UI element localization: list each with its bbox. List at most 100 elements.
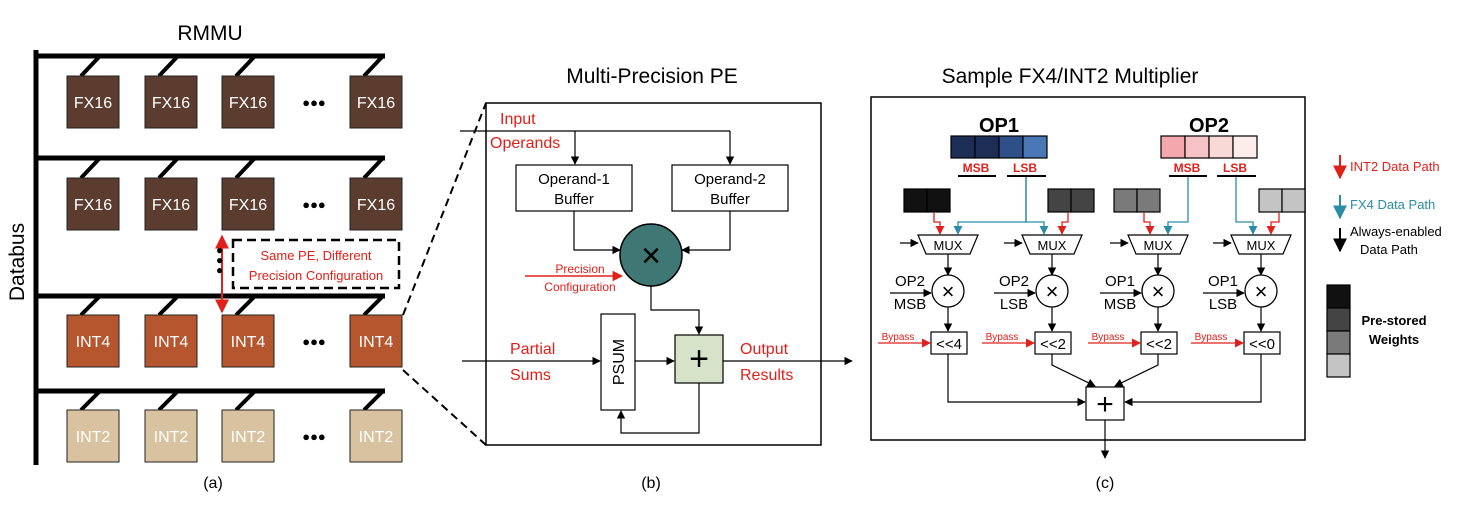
weight-cell bbox=[1258, 188, 1283, 213]
weight-swatch bbox=[1326, 353, 1351, 378]
buf1-to-mult bbox=[573, 211, 621, 255]
pe-cell-label: INT4 bbox=[76, 334, 111, 351]
weight-cell bbox=[926, 188, 951, 213]
pe-cell-fx16 bbox=[66, 75, 120, 129]
multiplier-lanes: MUX×OP2MSB<<4BypassMUX×OP2LSB<<2BypassMU… bbox=[878, 177, 1306, 407]
op1-bit-cell bbox=[1022, 135, 1048, 159]
pe-connector bbox=[362, 55, 384, 78]
pe-cell-int4 bbox=[144, 314, 198, 368]
lane-op-part-label: LSB bbox=[1209, 296, 1237, 313]
lane-op-label: OP2 bbox=[895, 273, 925, 290]
lane-shift-label: <<4 bbox=[936, 336, 962, 353]
callout-box bbox=[231, 238, 401, 290]
int2-path bbox=[933, 212, 945, 235]
legend-always-line-1: Always-enabled bbox=[1350, 224, 1442, 239]
mux-label: MUX bbox=[934, 238, 963, 253]
op1-register bbox=[950, 135, 1048, 159]
row-ellipsis: ●●● bbox=[302, 429, 326, 444]
mux bbox=[1127, 234, 1189, 255]
pe-cell-label: FX16 bbox=[357, 95, 395, 112]
final-adder bbox=[1085, 386, 1125, 421]
shift-to-adder bbox=[1114, 354, 1159, 387]
weight-cell bbox=[1113, 188, 1138, 213]
operand-2-buffer bbox=[671, 164, 789, 212]
panel-a-title: RMMU bbox=[177, 22, 242, 45]
pe-adder bbox=[674, 334, 724, 384]
legend-weights-line-1: Pre-stored bbox=[1361, 313, 1426, 328]
panel-b: Multi-Precision PE Input Operands Operan… bbox=[460, 65, 853, 492]
legend: INT2 Data Path FX4 Data Path Always-enab… bbox=[1326, 155, 1442, 378]
lane-multiplier-symbol: × bbox=[1046, 279, 1059, 304]
weight-cell bbox=[903, 188, 928, 213]
pe-connector bbox=[234, 157, 256, 180]
shift-to-adder bbox=[1124, 354, 1262, 407]
pe-cell-label: INT4 bbox=[154, 334, 189, 351]
caption-b: (b) bbox=[641, 475, 661, 492]
weight-cell bbox=[1136, 188, 1161, 213]
op2-register bbox=[1160, 135, 1258, 159]
output-results-line-2: Results bbox=[740, 367, 793, 384]
pe-connector bbox=[79, 157, 101, 180]
lane-op-part-label: MSB bbox=[1104, 296, 1137, 313]
weight-cell bbox=[1047, 188, 1072, 213]
int2-path bbox=[1057, 212, 1069, 235]
final-adder-symbol: + bbox=[1096, 388, 1114, 421]
op1-msb-label: MSB bbox=[963, 161, 990, 175]
op1-bit-cell bbox=[974, 135, 1000, 159]
input-operands-line-2: Operands bbox=[490, 135, 560, 152]
buf2-to-mult bbox=[681, 211, 731, 255]
panel-b-title: Multi-Precision PE bbox=[566, 65, 738, 88]
bypass-label: Bypass bbox=[1195, 332, 1228, 343]
lane-shifter bbox=[930, 331, 968, 355]
pe-cell-label: INT2 bbox=[231, 429, 266, 446]
weight-cell bbox=[1070, 188, 1095, 213]
partial-sums-line-2: Sums bbox=[510, 367, 551, 384]
pe-cell-label: INT2 bbox=[76, 429, 111, 446]
pe-connector bbox=[234, 55, 256, 78]
pe-cell-label: INT4 bbox=[359, 334, 394, 351]
pe-cell-fx16 bbox=[221, 75, 275, 129]
lane-shift-label: <<2 bbox=[1146, 336, 1172, 353]
lane-shift-label: <<2 bbox=[1040, 336, 1066, 353]
pe-cell-int2 bbox=[144, 409, 198, 463]
pe-cell-int4 bbox=[349, 314, 403, 368]
callout-line-1: Same PE, Different bbox=[260, 248, 371, 263]
weight-swatch bbox=[1326, 330, 1351, 355]
pe-cell-label: INT2 bbox=[359, 429, 394, 446]
operand-1-buffer-line-1: Operand-1 bbox=[538, 171, 610, 188]
lane-shifter bbox=[1034, 331, 1072, 355]
bypass-label: Bypass bbox=[986, 332, 1019, 343]
pe-cell-label: INT4 bbox=[231, 334, 266, 351]
pe-cell-label: FX16 bbox=[152, 95, 190, 112]
operand-1-buffer-line-2: Buffer bbox=[554, 191, 594, 208]
row-ellipsis: ●●● bbox=[302, 334, 326, 349]
panel-c-title: Sample FX4/INT2 Multiplier bbox=[942, 65, 1199, 88]
pe-connector bbox=[157, 55, 179, 78]
mux bbox=[917, 234, 979, 255]
op1-lsb-label: LSB bbox=[1013, 161, 1037, 175]
input-operands-line-1: Input bbox=[500, 111, 536, 128]
pe-connector bbox=[79, 295, 101, 317]
pe-multiplier-symbol: × bbox=[641, 237, 661, 275]
int2-path bbox=[1266, 212, 1280, 235]
caption-a: (a) bbox=[203, 475, 223, 492]
op2-lsb-label: LSB bbox=[1223, 161, 1247, 175]
pe-cell-int2 bbox=[66, 409, 120, 463]
pe-cell-fx16 bbox=[144, 177, 198, 231]
op2-bit-cell bbox=[1184, 135, 1210, 159]
lane-op-part-label: LSB bbox=[1000, 296, 1028, 313]
pe-cell-fx16 bbox=[221, 177, 275, 231]
legend-always-line-2: Data Path bbox=[1360, 242, 1418, 257]
mux-label: MUX bbox=[1247, 238, 1276, 253]
fx4-path bbox=[1025, 177, 1049, 235]
lane-op-label: OP2 bbox=[999, 273, 1029, 290]
op2-label: OP2 bbox=[1189, 115, 1229, 137]
pe-connector bbox=[362, 390, 384, 412]
pe-adder-symbol: + bbox=[689, 340, 709, 378]
panel-c: Sample FX4/INT2 Multiplier OP1 OP2 MSB L… bbox=[870, 65, 1306, 492]
pe-connector bbox=[79, 390, 101, 412]
int2-path bbox=[1143, 212, 1155, 235]
pe-cell-int4 bbox=[221, 314, 275, 368]
pe-cell-label: FX16 bbox=[74, 197, 112, 214]
